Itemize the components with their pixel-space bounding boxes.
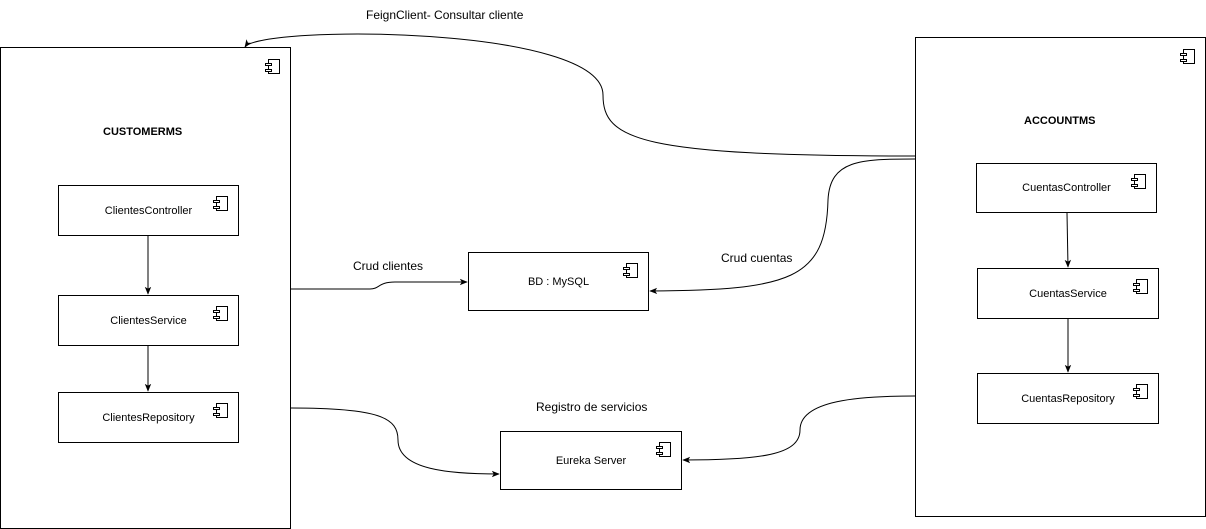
cuentas-repository-label: CuentasRepository [1021,392,1115,405]
customerms-title: CUSTOMERMS [103,126,183,138]
cuentas-repository-box[interactable]: CuentasRepository [977,373,1159,424]
accountms-title: ACCOUNTMS [1024,115,1096,127]
component-icon [213,196,228,211]
component-icon [623,263,638,278]
cuentas-controller-box[interactable]: CuentasController [976,163,1157,213]
component-icon [1131,174,1146,189]
cuentas-service-label: CuentasService [1029,287,1107,300]
feign-edge [244,33,916,157]
clientes-repository-box[interactable]: ClientesRepository [58,392,239,443]
feign-label: FeignClient- Consultar cliente [366,8,524,22]
eureka-server-box[interactable]: Eureka Server [500,431,682,490]
component-icon [213,306,228,321]
registro-label: Registro de servicios [536,400,648,414]
cuentas-service-box[interactable]: CuentasService [977,268,1159,319]
registro-cuentas-edge [682,395,916,464]
component-icon [265,59,280,74]
component-icon [656,442,671,457]
clientes-repository-label: ClientesRepository [102,411,195,424]
component-icon [1133,279,1148,294]
clientes-service-label: ClientesService [110,314,187,327]
cuentas-controller-label: CuentasController [1022,182,1111,194]
clientes-service-box[interactable]: ClientesService [58,295,239,346]
crud-cuentas-edge [649,158,916,295]
component-icon [1133,384,1148,399]
clientes-controller-box[interactable]: ClientesController [58,185,239,236]
crud-clientes-label: Crud clientes [353,259,424,273]
bd-mysql-label: BD : MySQL [527,275,590,288]
registro-clientes-edge [290,407,500,478]
crud-cuentas-label: Crud cuentas [721,251,793,265]
clientes-controller-label: ClientesController [104,204,193,217]
cuentas-controller-to-service-edge [1064,212,1072,268]
bd-mysql-box[interactable]: BD : MySQL [468,252,649,311]
component-icon [213,403,228,418]
crud-clientes-edge [291,278,468,290]
component-icon [1180,49,1195,64]
eureka-server-label: Eureka Server [555,454,627,467]
